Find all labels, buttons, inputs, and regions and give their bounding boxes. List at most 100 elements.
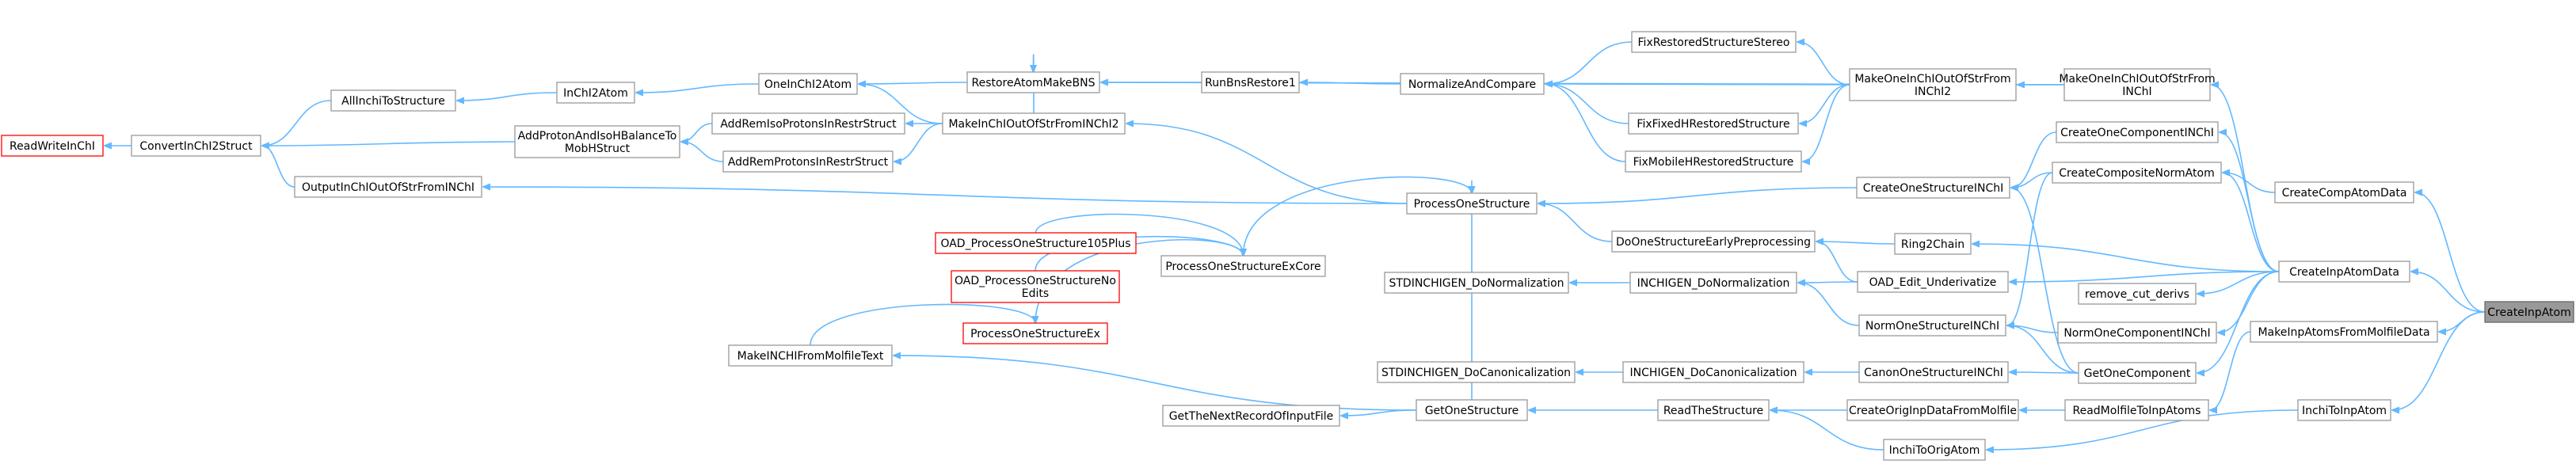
graph-node-processonestructureexcore[interactable]: ProcessOneStructureExCore bbox=[1160, 255, 1326, 277]
node-label: CreateCompAtomData bbox=[2282, 187, 2407, 200]
node-box bbox=[1858, 361, 2009, 383]
node-box bbox=[2063, 68, 2211, 101]
graph-node-fixfixedhrestoredstructure[interactable]: FixFixedHRestoredStructure bbox=[1628, 112, 1799, 135]
graph-node-createcompositenormatom[interactable]: CreateCompositeNormAtom bbox=[2052, 162, 2222, 184]
graph-node-makeinchifrommolfiletext[interactable]: MakeINCHIFromMolfileText bbox=[728, 344, 893, 367]
node-box bbox=[514, 125, 680, 158]
graph-node-createcompatomdata[interactable]: CreateCompAtomData bbox=[2274, 181, 2414, 203]
graph-node-convertinchi2struct[interactable]: ConvertInChI2Struct bbox=[131, 135, 261, 157]
graph-node-inchigen-docanonicalization[interactable]: INCHIGEN_DoCanonicalization bbox=[1622, 361, 1804, 383]
node-label: InchiToInpAtom bbox=[2302, 405, 2387, 417]
node-label: ReadMolfileToInpAtoms bbox=[2073, 405, 2201, 417]
node-label: CreateOneStructureINChI bbox=[1863, 182, 2004, 195]
edge-makeinchioutofstrfrominchi2-to-oneinchi2atom bbox=[859, 84, 943, 124]
node-label: ProcessOneStructureExCore bbox=[1165, 261, 1320, 273]
graph-node-makeinchioutofstrfrominchi2[interactable]: MakeInChIOutOfStrFromINChI2 bbox=[942, 112, 1126, 135]
graph-node-addremprotonsinrestrstruct[interactable]: AddRemProtonsInRestrStruct bbox=[722, 150, 894, 173]
graph-node-makeinpatomsfrommolfiledata[interactable]: MakeInpAtomsFromMolfileData bbox=[2250, 321, 2438, 343]
graph-node-oad-processonestructure105plus[interactable]: OAD_ProcessOneStructure105Plus bbox=[935, 232, 1137, 254]
graph-node-createinpatomdata[interactable]: CreateInpAtomData bbox=[2278, 261, 2410, 283]
node-box bbox=[935, 232, 1137, 254]
edge-getonecomponent-to-canononestructureinchi bbox=[2010, 372, 2079, 373]
node-box bbox=[2057, 321, 2217, 344]
graph-node-normalizeandcompare[interactable]: NormalizeAndCompare bbox=[1400, 73, 1545, 95]
graph-node-createinpatom[interactable]: CreateInpAtom bbox=[2484, 301, 2574, 323]
node-box bbox=[1856, 177, 2010, 199]
node-box bbox=[942, 112, 1126, 135]
graph-node-createonestructureinchi[interactable]: CreateOneStructureINChI bbox=[1856, 177, 2010, 199]
graph-node-allinchitostructure[interactable]: AllInchiToStructure bbox=[330, 89, 456, 112]
edge-allinchitostructure-to-convertinchi2struct bbox=[262, 100, 332, 146]
graph-node-readwriteinchi[interactable]: ReadWriteInChI bbox=[1, 135, 104, 157]
graph-node-createonecomponentinchi[interactable]: CreateOneComponentINChI bbox=[2056, 121, 2219, 143]
node-box bbox=[1384, 272, 1569, 294]
edge-processonestructure-to-makeinchioutofstrfrominchi2 bbox=[1126, 124, 1408, 204]
node-box bbox=[1162, 405, 1340, 427]
graph-node-inchigen-donormalization[interactable]: INCHIGEN_DoNormalization bbox=[1629, 272, 1797, 294]
edge-fixmobilehrestoredstructure-to-normalizeandcompare bbox=[1545, 84, 1626, 162]
graph-node-getonecomponent[interactable]: GetOneComponent bbox=[2078, 362, 2197, 384]
graph-node-doonestructureearlypreprocessing[interactable]: DoOneStructureEarlyPreprocessing bbox=[1611, 230, 1816, 253]
node-box bbox=[1846, 399, 2019, 421]
edge-makeoneinchioutofstrfrominchi2-to-fixfixedhrestoredstructure bbox=[1800, 84, 1850, 124]
edge-restoreatommakebns-to-oneinchi2atom bbox=[859, 82, 968, 84]
node-label: MakeOneInChIOutOfStrFrom bbox=[1854, 73, 2010, 86]
graph-node-fixmobilehrestoredstructure[interactable]: FixMobileHRestoredStructure bbox=[1625, 150, 1802, 173]
node-box bbox=[2064, 399, 2209, 421]
graph-node-remove-cut-derivs[interactable]: remove_cut_derivs bbox=[2078, 283, 2197, 305]
graph-node-runbnsrestore1[interactable]: RunBnsRestore1 bbox=[1201, 71, 1300, 93]
graph-node-addremisoprotonsinrestrstruct[interactable]: AddRemIsoProtonsInRestrStruct bbox=[711, 112, 905, 135]
edge-processonestructureexcore-to-processonestructure bbox=[1242, 176, 1473, 257]
node-box bbox=[2484, 301, 2574, 323]
node-label: OAD_ProcessOneStructureNo bbox=[955, 275, 1116, 287]
graph-node-processonestructure[interactable]: ProcessOneStructure bbox=[1406, 192, 1538, 215]
graph-node-processonestructureex[interactable]: ProcessOneStructureEx bbox=[962, 322, 1108, 344]
node-label: GetOneComponent bbox=[2084, 367, 2191, 380]
graph-node-normonecomponentinchi[interactable]: NormOneComponentINChI bbox=[2057, 321, 2217, 344]
graph-node-readthestructure[interactable]: ReadTheStructure bbox=[1657, 399, 1770, 421]
node-label: MakeOneInChIOutOfStrFrom bbox=[2059, 73, 2215, 86]
node-label: InChI2Atom bbox=[563, 87, 628, 100]
graph-node-gethenextrecordofinputfile[interactable]: GetTheNextRecordOfInputFile bbox=[1162, 405, 1340, 427]
graph-node-fixrestoredstructurestereo[interactable]: FixRestoredStructureStereo bbox=[1631, 31, 1797, 53]
node-box bbox=[1657, 399, 1770, 421]
edge-createinpatom-to-inchitoinpatom bbox=[2392, 311, 2486, 410]
node-label: ReadWriteInChI bbox=[10, 140, 95, 153]
graph-node-inchitoorigatom[interactable]: InchiToOrigAtom bbox=[1883, 439, 1986, 461]
node-box bbox=[1400, 73, 1545, 95]
edge-createonestructureinchi-to-processonestructure bbox=[1538, 187, 1858, 203]
node-label: INCHIGEN_DoNormalization bbox=[1637, 277, 1790, 290]
graph-node-restoreatommakebns[interactable]: RestoreAtomMakeBNS bbox=[966, 71, 1100, 93]
node-label: INChI bbox=[2122, 86, 2151, 98]
node-label: ReadTheStructure bbox=[1663, 405, 1763, 417]
node-label: STDINCHIGEN_DoCanonicalization bbox=[1381, 367, 1571, 379]
graph-node-outputinchioutofstrfrominchi[interactable]: OutputInChIOutOfStrFromINChI bbox=[294, 176, 482, 198]
node-label: NormOneComponentINChI bbox=[2063, 327, 2210, 340]
graph-node-canononestructureinchi[interactable]: CanonOneStructureINChI bbox=[1858, 361, 2009, 383]
graph-node-oneinchi2atom[interactable]: OneInChI2Atom bbox=[758, 73, 858, 95]
graph-node-getonestructure[interactable]: GetOneStructure bbox=[1416, 399, 1528, 421]
graph-node-oad-edit-underivatize[interactable]: OAD_Edit_Underivatize bbox=[1857, 271, 2009, 293]
graph-node-inchitoinpatom[interactable]: InchiToInpAtom bbox=[2297, 399, 2391, 421]
node-label: INChI2 bbox=[1915, 86, 1951, 98]
graph-node-ring2chain[interactable]: Ring2Chain bbox=[1894, 233, 1972, 255]
node-box bbox=[1629, 272, 1797, 294]
graph-node-normonestructureinchi[interactable]: NormOneStructureINChI bbox=[1858, 314, 2006, 337]
node-label: ProcessOneStructureEx bbox=[970, 328, 1100, 340]
graph-node-createoriginpdatafrommolfile[interactable]: CreateOrigInpDataFromMolfile bbox=[1846, 399, 2019, 421]
graph-node-stdinchigen-docanonicalization[interactable]: STDINCHIGEN_DoCanonicalization bbox=[1377, 361, 1576, 383]
graph-node-inchi2atom[interactable]: InChI2Atom bbox=[556, 82, 635, 104]
edge-doonestructureearlypreprocessing-to-processonestructure bbox=[1538, 203, 1613, 242]
graph-node-readmolfiletoinpatoms[interactable]: ReadMolfileToInpAtoms bbox=[2064, 399, 2209, 421]
edge-getonestructure-to-gethenextrecordofinputfile bbox=[1341, 409, 1417, 416]
node-box bbox=[131, 135, 261, 157]
edge-createcompositenormatom-to-normonestructureinchi bbox=[2007, 172, 2053, 325]
graph-node-stdinchigen-donormalization[interactable]: STDINCHIGEN_DoNormalization bbox=[1384, 272, 1569, 294]
node-box bbox=[2078, 283, 2197, 305]
node-label: GetOneStructure bbox=[1425, 405, 1519, 417]
node-label: CreateOneComponentINChI bbox=[2060, 127, 2214, 139]
